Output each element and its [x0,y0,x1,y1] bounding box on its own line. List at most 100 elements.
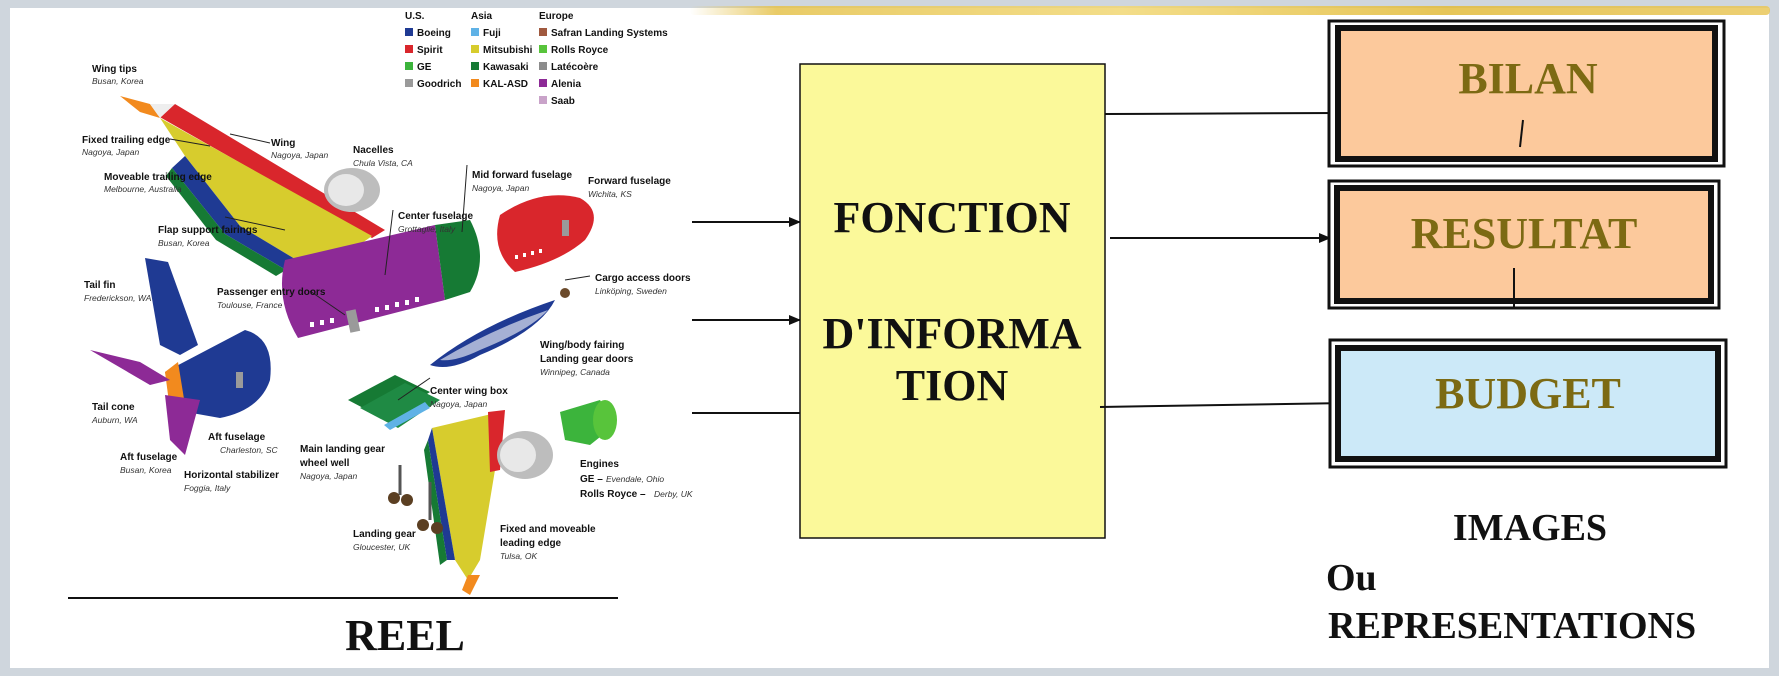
label-fixed-trailing-edge: Fixed trailing edge [82,135,171,146]
label-aft-fuselage: Aft fuselage [208,432,266,443]
label-engines-ge: GE – [580,474,603,485]
legend-label-spirit: Spirit [417,45,443,56]
label-fixed-moveable-leading-edge: Fixed and moveable [500,524,596,535]
legend-swatch-mitsubishi [471,45,479,53]
resultat-label: RESULTAT [1411,209,1638,258]
label-moveable-trailing-edge: Moveable trailing edge [104,172,212,183]
legend-heading-us: U.S. [405,11,425,22]
label-flap-support-fairings-loc: Busan, Korea [158,238,210,248]
legend-label-goodrich: Goodrich [417,79,461,90]
legend-label-mitsubishi: Mitsubishi [483,45,533,56]
label-leading-edge: leading edge [500,538,562,549]
legend-swatch-kal-asd [471,79,479,87]
frame-left [0,0,10,676]
label-fixed-trailing-edge-loc: Nagoya, Japan [82,147,139,157]
label-tail-cone: Tail cone [92,402,135,413]
function-label-line1: FONCTION [833,193,1070,242]
label-landing-gear-loc: Gloucester, UK [353,542,410,552]
aircraft-illustration: U.S. Asia Europe Boeing Spirit GE Goodri… [68,11,693,660]
label-nacelles-loc: Chula Vista, CA [353,158,413,168]
legend-label-latecoere: Latécoère [551,62,599,73]
legend-label-kawasaki: Kawasaki [483,62,529,73]
label-engines-rr: Rolls Royce – [580,489,646,500]
function-label-line2: D'INFORMA [822,309,1081,358]
legend-heading-asia: Asia [471,11,493,22]
legend-swatch-kawasaki [471,62,479,70]
label-center-fuselage: Center fuselage [398,211,473,222]
label-moveable-trailing-edge-loc: Melbourne, Australia [104,184,182,194]
label-wheel-well: wheel well [299,458,350,469]
legend-label-ge: GE [417,62,432,73]
reel-label: REEL [345,611,465,660]
label-aft-fuselage-2-loc: Busan, Korea [120,465,172,475]
legend-swatch-alenia [539,79,547,87]
output-budget: BUDGET [1328,338,1728,469]
label-engines-rr-loc: Derby, UK [654,489,693,499]
function-box [799,63,1106,539]
horizontal-stabilizer-shape [90,350,170,385]
legend-swatch-ge [405,62,413,70]
center-fuselage-shape [281,220,480,338]
label-landing-gear: Landing gear [353,529,416,540]
tail-fin-shape [145,258,198,355]
label-main-landing-gear: Main landing gear [300,444,385,455]
legend-swatch-goodrich [405,79,413,87]
label-aft-fuselage-2: Aft fuselage [120,452,178,463]
frame-right [1769,0,1779,676]
label-mid-forward-fuselage: Mid forward fuselage [472,170,572,181]
legend-label-boeing: Boeing [417,28,451,39]
label-main-landing-gear-loc: Nagoya, Japan [300,471,357,481]
output-arrows [1099,108,1349,409]
engine-shape [560,400,617,445]
label-passenger-entry-doors: Passenger entry doors [217,287,326,298]
label-landing-gear-doors: Landing gear doors [540,354,634,365]
decorative-brush-stroke [690,6,1770,15]
legend-swatch-spirit [405,45,413,53]
label-passenger-entry-doors-loc: Toulouse, France [217,300,283,310]
label-engines-ge-loc: Evendale, Ohio [606,474,664,484]
label-cargo-access-doors: Cargo access doors [595,273,691,284]
legend-swatch-boeing [405,28,413,36]
label-tail-fin: Tail fin [84,280,115,291]
label-cargo-access-doors-loc: Linköping, Sweden [595,286,667,296]
legend-swatch-latecoere [539,62,547,70]
label-forward-fuselage-loc: Wichita, KS [588,189,632,199]
aft-fuselage-shape [90,330,271,455]
input-arrows [692,217,813,418]
legend-heading-europe: Europe [539,11,574,22]
frame-top [0,0,1779,8]
label-wing-tips-loc: Busan, Korea [92,76,144,86]
legend-label-alenia: Alenia [551,79,581,90]
forward-fuselage-shape [497,195,594,298]
frame-bottom [0,668,1779,676]
output-bilan: BILAN [1327,19,1726,168]
label-flap-support-fairings: Flap support fairings [158,225,258,236]
legend-swatch-safran [539,28,547,36]
center-wing-box-shape [348,375,440,430]
bilan-label: BILAN [1458,54,1598,103]
legend-swatch-saab [539,96,547,104]
label-tail-fin-loc: Frederickson, WA [84,293,152,303]
landing-gear-shape [388,465,443,534]
legend-swatch-fuji [471,28,479,36]
label-fixed-moveable-leading-edge-loc: Tulsa, OK [500,551,537,561]
label-wing-loc: Nagoya, Japan [271,150,328,160]
legend-label-safran: Safran Landing Systems [551,28,668,39]
legend-label-rolls-royce: Rolls Royce [551,45,609,56]
lower-wing-shape [424,410,505,595]
label-wing-tips: Wing tips [92,64,137,75]
label-center-wing-box: Center wing box [430,386,508,397]
label-nacelles: Nacelles [353,145,394,156]
label-aft-fuselage-loc: Charleston, SC [220,445,278,455]
label-landing-gear-doors-loc: Winnipeg, Canada [540,367,610,377]
legend-label-kal-asd: KAL-ASD [483,79,528,90]
main-wing-shape [120,96,385,276]
ou-caption: Ou [1326,557,1377,599]
label-horizontal-stabilizer: Horizontal stabilizer [184,470,279,481]
output-resultat: RESULTAT [1327,179,1721,310]
representations-caption: REPRESENTATIONS [1328,605,1696,647]
label-center-wing-box-loc: Nagoya, Japan [430,399,487,409]
legend-label-saab: Saab [551,96,575,107]
label-wing: Wing [271,138,295,149]
